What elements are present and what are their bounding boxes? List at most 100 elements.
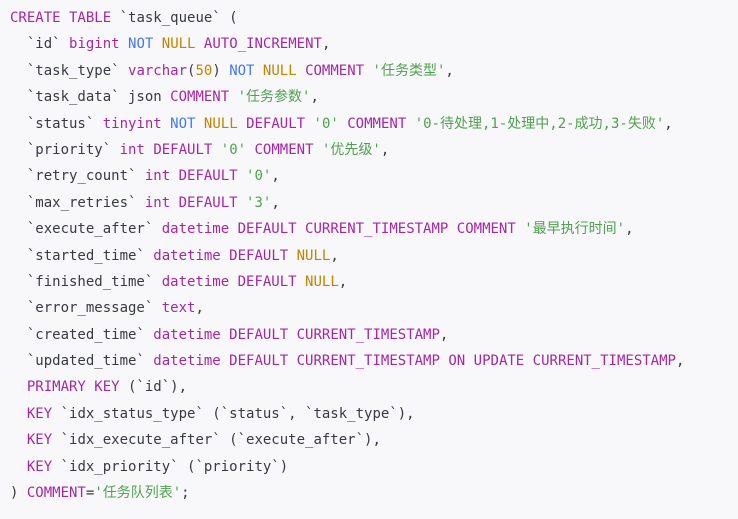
code-token-plain: , [380,141,390,158]
code-token-kw: ON [448,353,466,370]
code-token-plain [229,274,237,290]
code-token-kw: DEFAULT [237,221,297,238]
code-token-plain: = [85,485,95,502]
code-token-plain: `idx_status_type` (`status`, `task_type`… [52,405,415,422]
code-token-plain [516,221,524,237]
code-token-kw: tinyint [102,115,162,132]
code-token-plain: `priority` [10,141,120,158]
code-token-kw: DEFAULT [229,326,289,343]
code-token-kw: KEY [26,458,53,475]
code-token-plain [364,63,372,79]
code-token-kw: datetime [153,326,221,343]
code-token-plain [246,142,254,158]
code-token-kw: DEFAULT [246,115,306,132]
code-token-plain [229,221,237,237]
code-token-kw: datetime [161,273,230,290]
code-token-str: '最早执行时间' [524,221,626,238]
code-token-plain [10,459,27,475]
code-token-kw: CURRENT_TIMESTAMP [305,221,449,238]
code-line: `updated_time` datetime DEFAULT CURRENT_… [10,348,738,374]
code-token-kw: CURRENT_TIMESTAMP [296,326,440,343]
code-line: `retry_count` int DEFAULT '0', [10,163,738,189]
code-token-kw: DEFAULT [237,273,297,290]
code-token-plain: ; [181,485,190,502]
code-token-kw: bigint [69,36,120,53]
code-token-plain: `task_data` json [10,89,171,106]
code-token-plain: `execute_after` [10,221,162,238]
code-token-plain: , [445,62,454,79]
code-token-null: NULL [296,247,331,264]
code-token-kw: CURRENT_TIMESTAMP [532,353,676,370]
code-token-kw: AUTO_INCREMENT [203,36,322,53]
code-token-plain [406,116,414,132]
code-token-plain [465,353,473,369]
code-token-plain [238,116,246,132]
code-token-kw: datetime [153,247,221,264]
code-token-str: '0' [220,141,247,158]
code-token-blue: NOT [128,36,154,53]
code-token-kw: COMMENT [456,221,516,238]
code-line: `priority` int DEFAULT '0' COMMENT '优先级'… [10,137,738,163]
code-token-plain: `updated_time` [10,353,154,370]
code-token-plain [314,142,322,158]
code-token-plain [212,142,220,158]
code-line: CREATE TABLE `task_queue` ( [10,5,738,31]
code-line: `id` bigint NOT NULL AUTO_INCREMENT, [10,31,738,57]
code-line: `finished_time` datetime DEFAULT NULL, [10,269,738,295]
code-token-plain: `finished_time` [10,273,162,290]
code-token-plain [162,116,170,132]
code-token-plain: `error_message` [10,300,162,317]
code-line: `execute_after` datetime DEFAULT CURRENT… [10,216,738,242]
code-token-plain: , [195,300,204,317]
code-token-str: '任务类型' [372,62,446,79]
code-token-plain: (`id`), [119,379,188,396]
code-token-kw: COMMENT [26,485,86,502]
code-token-plain: `task_queue` ( [111,10,238,26]
code-line: KEY `idx_priority` (`priority`) [10,454,738,480]
code-token-plain: , [439,326,449,343]
code-line: `created_time` datetime DEFAULT CURRENT_… [10,322,738,348]
code-token-plain [288,327,296,343]
code-token-plain [10,432,27,448]
code-token-plain: , [321,36,331,53]
code-line: `status` tinyint NOT NULL DEFAULT '0' CO… [10,111,738,137]
code-token-kw: DEFAULT [153,141,213,158]
code-token-plain: , [338,273,348,290]
code-token-kw: PRIMARY KEY [26,379,120,396]
code-token-plain [10,379,27,395]
code-token-plain: , [664,115,673,132]
code-token-plain [339,116,347,132]
code-token-kw: COMMENT [170,89,230,106]
code-token-plain: `started_time` [10,247,154,264]
code-token-null: NULL [203,115,238,132]
code-token-kw: datetime [161,221,230,238]
code-token-plain [10,406,27,422]
code-line: KEY `idx_status_type` (`status`, `task_t… [10,401,738,427]
code-token-blue: NOT [170,115,196,132]
code-token-plain [305,116,313,132]
code-token-kw: DEFAULT [229,353,289,370]
sql-code-block: CREATE TABLE `task_queue` ( `id` bigint … [10,5,738,502]
code-token-plain: ( [187,62,196,79]
code-token-plain [120,36,128,52]
code-token-str: '任务参数' [237,89,311,106]
code-token-plain: , [271,168,280,185]
code-token-plain: `task_type` [10,62,129,79]
code-token-kw: KEY [26,432,53,449]
code-token-plain [221,248,229,264]
code-line: `error_message` text, [10,295,738,321]
code-token-kw: CREATE TABLE [10,10,112,26]
code-token-plain: `status` [10,115,103,132]
code-token-blue: NOT [229,62,255,79]
code-token-kw: KEY [26,405,53,422]
code-token-kw: DEFAULT [178,168,238,185]
code-token-num: 50 [195,62,213,79]
code-token-plain [254,63,262,79]
code-token-kw: COMMENT [305,62,365,79]
code-token-kw: text [161,300,196,317]
code-line: `started_time` datetime DEFAULT NULL, [10,243,738,269]
code-token-plain [195,36,203,52]
code-token-plain [288,248,296,264]
code-token-kw: int [119,141,145,158]
code-token-str: '0' [246,168,272,185]
